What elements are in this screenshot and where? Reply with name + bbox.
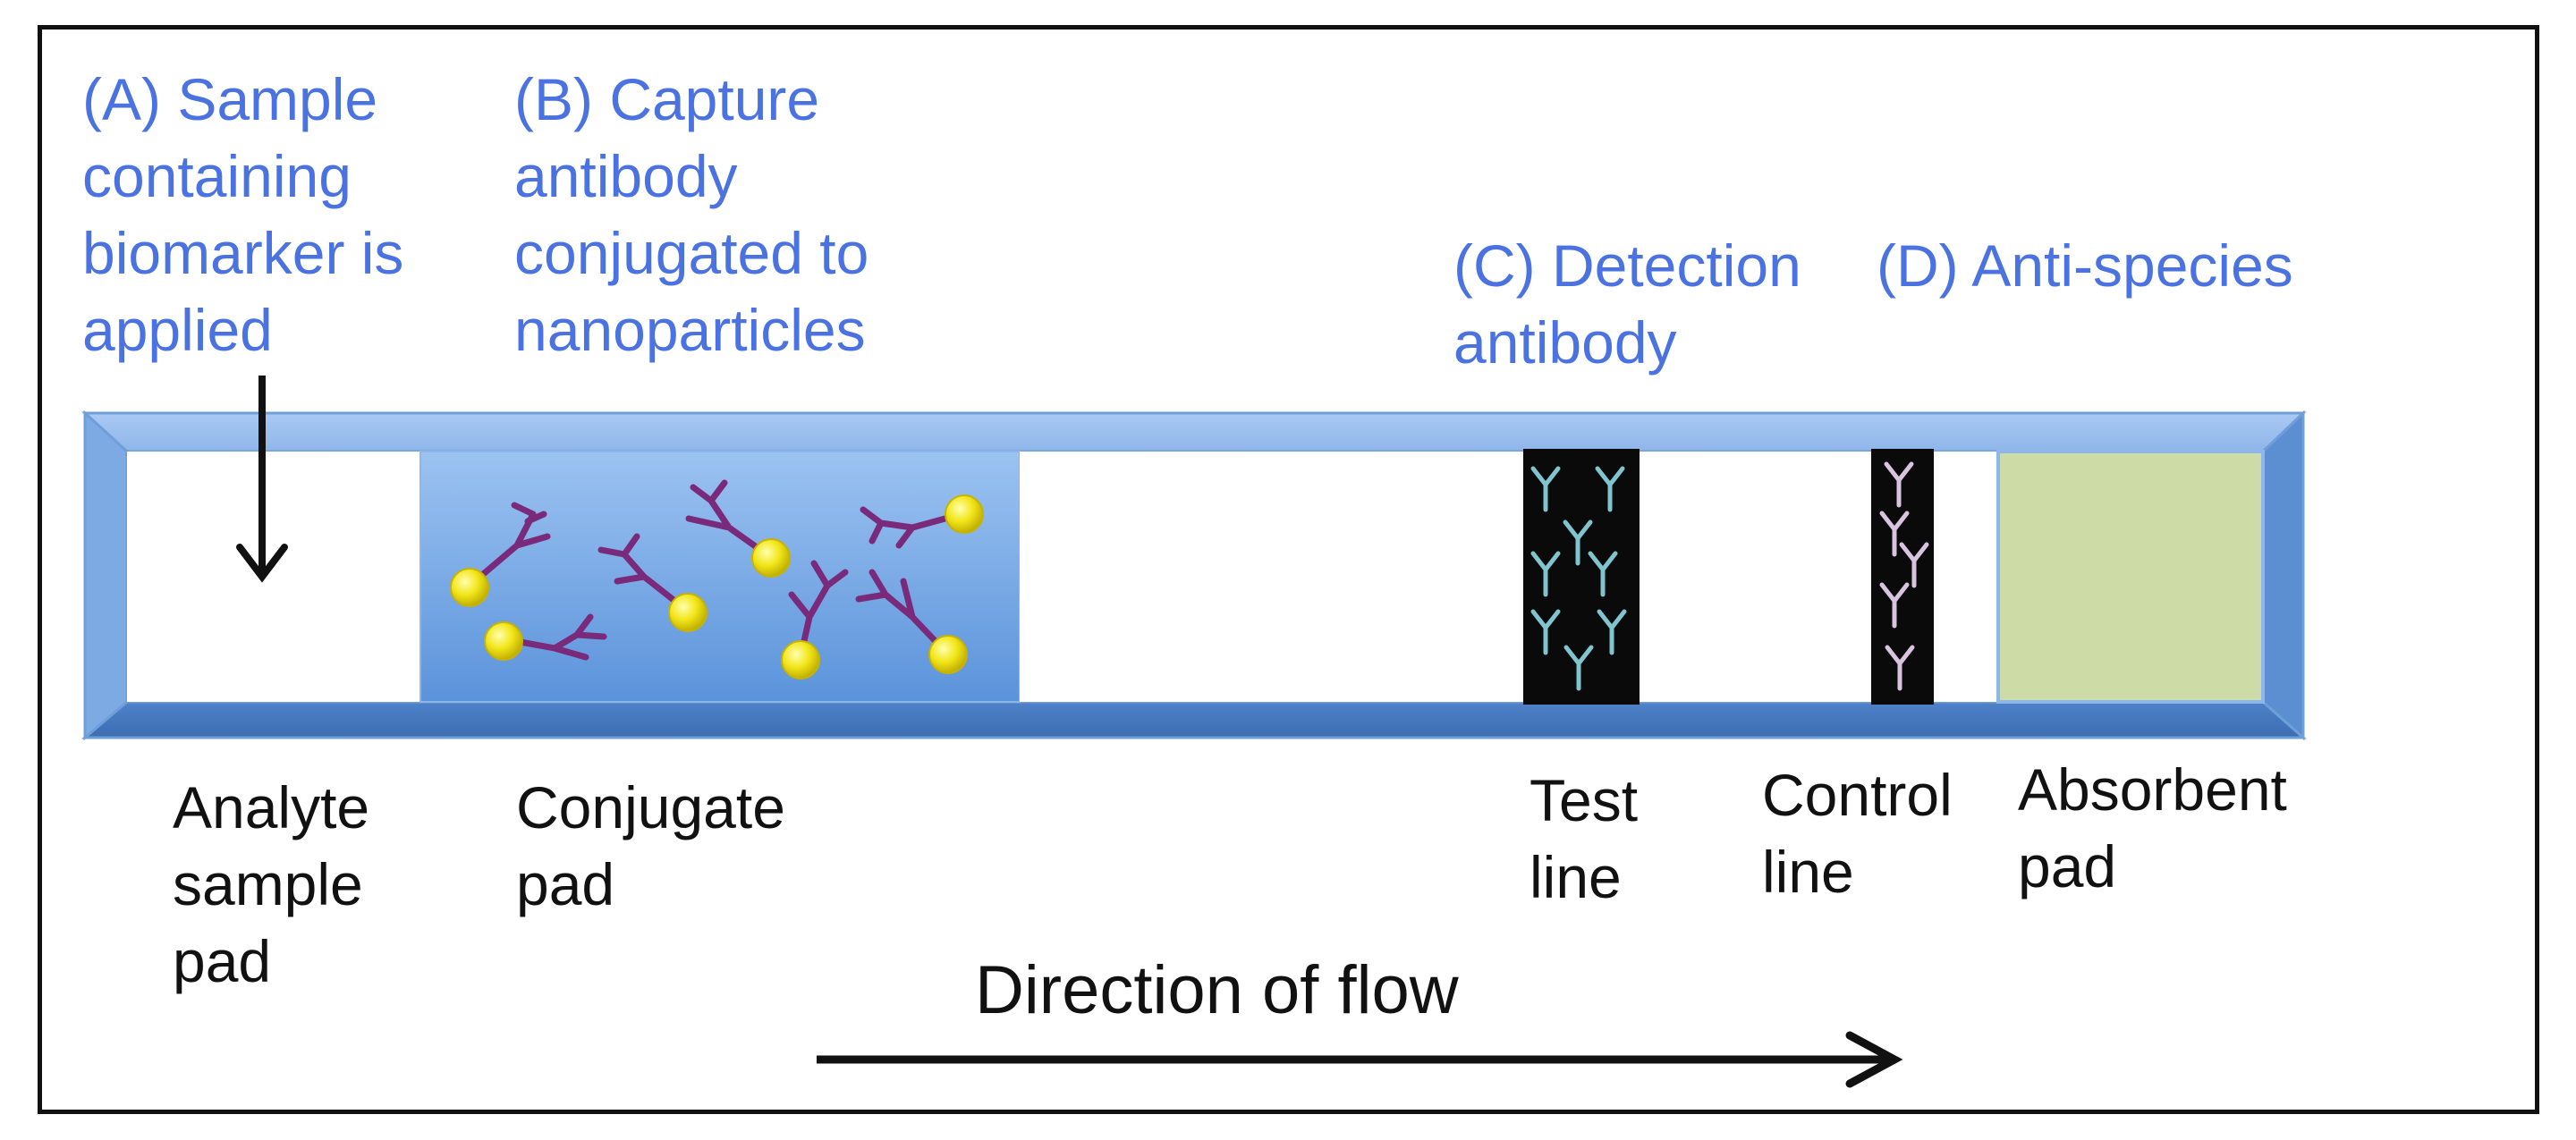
- label-absorbent-pad: Absorbent pad: [2018, 756, 2287, 899]
- label-sample-pad: Analyte sample pad: [173, 774, 370, 994]
- label-conjugate-pad: Conjugate pad: [516, 774, 785, 917]
- sample-application-arrow: [236, 376, 288, 583]
- flow-direction-arrow: [817, 1031, 1903, 1088]
- strip-frame: [80, 410, 2307, 741]
- flow-direction-label: Direction of flow: [975, 952, 1459, 1028]
- annotation-b: (B) Capture antibody conjugated to nanop…: [514, 66, 869, 363]
- control-line: [1871, 449, 1934, 705]
- test-line: [1523, 449, 1640, 705]
- label-test-line: Test line: [1530, 767, 1639, 910]
- capture-antibody-conjugates: [450, 479, 984, 680]
- sample-pad: [127, 452, 420, 702]
- nitrocellulose-membrane: [1020, 452, 1998, 702]
- label-control-line: Control line: [1762, 762, 1953, 905]
- annotation-a: (A) Sample containing biomarker is appli…: [82, 66, 404, 363]
- annotation-d: (D) Anti-species: [1877, 232, 2293, 299]
- annotation-c: (C) Detection antibody: [1453, 232, 1801, 376]
- absorbent-pad: [1996, 450, 2265, 704]
